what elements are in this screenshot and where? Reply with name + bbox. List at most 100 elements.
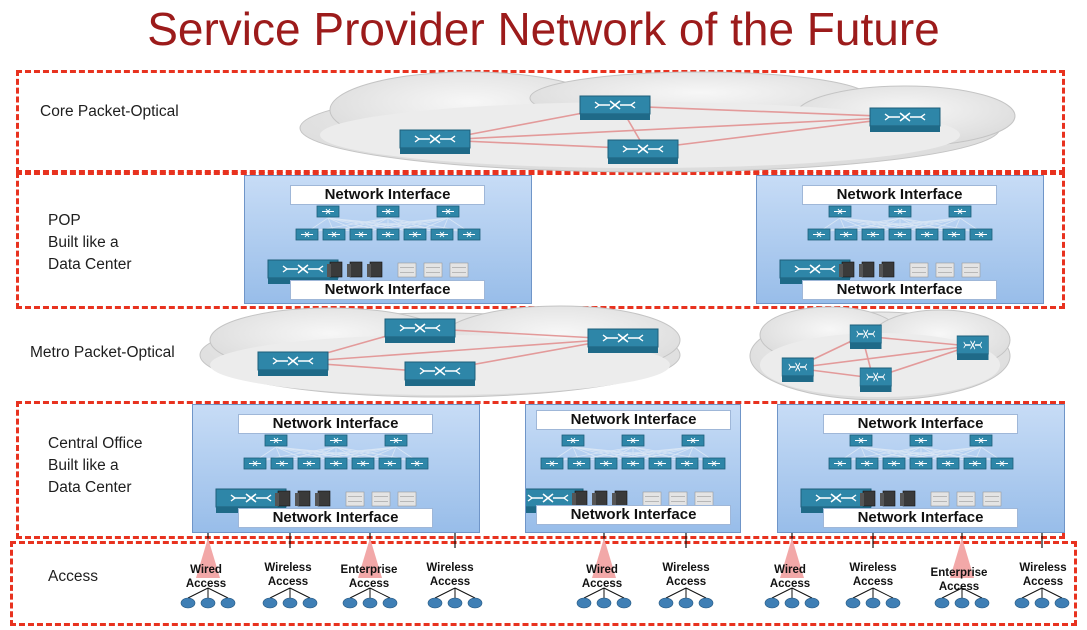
endpoint-icon [220, 597, 236, 609]
router-icon [621, 434, 645, 447]
endpoint-icon [616, 597, 632, 609]
network-interface-bottom: Network Interface [238, 508, 433, 528]
router-icon [295, 228, 319, 241]
router-icon [376, 205, 400, 218]
access-word: Access [769, 578, 811, 590]
endpoint-icon [934, 597, 950, 609]
storage-icon [371, 491, 391, 507]
network-interface-bottom: Network Interface [802, 280, 997, 300]
endpoint-icon [804, 597, 820, 609]
router-icon [849, 434, 873, 447]
router-icon [324, 457, 348, 470]
pop-label-line-1: POP [48, 212, 81, 229]
network-interface-top: Network Interface [802, 185, 997, 205]
router-icon [404, 361, 476, 387]
server-icon [294, 490, 311, 507]
router-icon [621, 457, 645, 470]
router-icon [828, 205, 852, 218]
cloud-icon [749, 306, 1011, 401]
co-datacenter-1: Network Interface Network Interface [192, 404, 480, 533]
router-icon [990, 457, 1014, 470]
endpoint-icon [447, 597, 463, 609]
router-icon [855, 457, 879, 470]
network-interface-top: Network Interface [536, 410, 731, 430]
router-icon [859, 367, 893, 393]
router-icon [963, 457, 987, 470]
endpoint-icon [678, 597, 694, 609]
endpoint-icon [1034, 597, 1050, 609]
server-icon [326, 261, 343, 278]
storage-icon [642, 491, 662, 507]
router-icon [540, 457, 564, 470]
endpoint-icon [764, 597, 780, 609]
router-icon [915, 228, 939, 241]
router-icon [648, 457, 672, 470]
router-icon [869, 107, 941, 133]
storage-icon [956, 491, 976, 507]
router-icon [888, 205, 912, 218]
server-icon [611, 490, 628, 507]
router-icon [376, 228, 400, 241]
datacenter-fabric [526, 434, 726, 514]
storage-icon [345, 491, 365, 507]
access-word: Access [1022, 576, 1064, 588]
router-icon [243, 457, 267, 470]
access-word: Access [429, 576, 471, 588]
access-zone [10, 541, 1077, 626]
diagram-title: Service Provider Network of the Future [147, 3, 940, 55]
endpoint-icon [596, 597, 612, 609]
router-icon [579, 95, 651, 121]
router-icon [436, 205, 460, 218]
central-office-label-line-2: Built like a [48, 457, 119, 474]
router-icon [351, 457, 375, 470]
server-icon [314, 490, 331, 507]
endpoint-icon [282, 597, 298, 609]
access-type: Wired [586, 564, 618, 576]
server-icon [591, 490, 608, 507]
router-icon [948, 205, 972, 218]
router-icon [882, 457, 906, 470]
core-zone [16, 70, 1065, 173]
core-label: Core Packet-Optical [40, 103, 179, 120]
storage-icon [423, 262, 443, 278]
datacenter-fabric [779, 205, 993, 285]
router-icon [681, 434, 705, 447]
endpoint-icon [784, 597, 800, 609]
storage-icon [930, 491, 950, 507]
access-type: Wired [190, 564, 222, 576]
router-icon [936, 457, 960, 470]
endpoint-icon [698, 597, 714, 609]
endpoint-icon [1054, 597, 1070, 609]
router-icon [834, 228, 858, 241]
network-interface-bottom: Network Interface [290, 280, 485, 300]
router-icon [399, 129, 471, 155]
endpoint-icon [427, 597, 443, 609]
server-icon [366, 261, 383, 278]
metro-label: Metro Packet-Optical [30, 344, 175, 361]
router-icon [807, 228, 831, 241]
storage-icon [668, 491, 688, 507]
pop-datacenter-1: Network Interface Network Interface [244, 175, 532, 304]
co-datacenter-3: Network Interface Network Interface [777, 404, 1065, 533]
endpoint-icon [658, 597, 674, 609]
access-word: Access [938, 581, 980, 593]
datacenter-fabric [800, 434, 1014, 514]
storage-icon [694, 491, 714, 507]
endpoint-icon [467, 597, 483, 609]
server-icon [858, 261, 875, 278]
central-office-label: Central Office Built like a Data Center [48, 433, 142, 499]
endpoint-icon [262, 597, 278, 609]
router-icon [702, 457, 726, 470]
access-word: Access [581, 578, 623, 590]
co-datacenter-2: Network Interface Network Interface [525, 404, 741, 533]
access-word: Access [267, 576, 309, 588]
access-word: Access [348, 578, 390, 590]
network-interface-top: Network Interface [823, 414, 1018, 434]
access-type: Wireless [849, 562, 897, 574]
server-icon [878, 261, 895, 278]
